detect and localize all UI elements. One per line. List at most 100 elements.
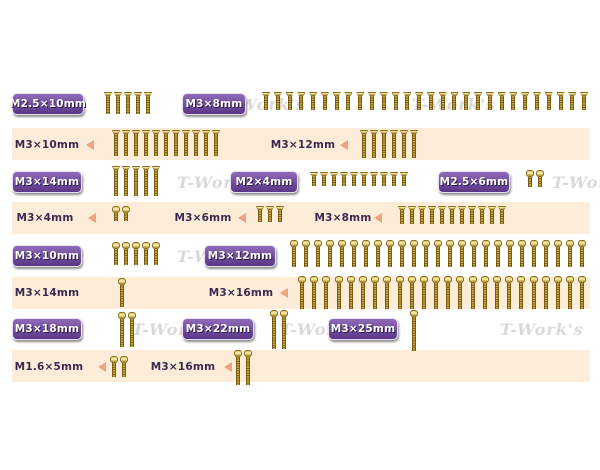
label-m3x16-b: M3×16mm: [150, 361, 216, 373]
screw: [482, 240, 490, 267]
label-m3x25: M3×25mm: [328, 318, 398, 340]
screw: [509, 92, 518, 110]
screw: [334, 276, 343, 309]
screw: [418, 206, 426, 224]
screw: [370, 130, 378, 158]
screw-group-m3x14: [112, 166, 162, 196]
row-band-2: [12, 128, 590, 160]
screw: [556, 92, 565, 110]
screw-group-m2-5x6: [526, 170, 546, 187]
screw: [419, 276, 428, 309]
screw: [310, 172, 318, 186]
watermark: T-Work's: [552, 172, 600, 192]
screw: [122, 166, 130, 196]
screw: [529, 276, 538, 309]
screw: [234, 350, 242, 385]
screw: [380, 130, 388, 158]
screw: [444, 276, 453, 309]
screw: [395, 276, 404, 309]
screw: [566, 240, 574, 267]
screw: [458, 206, 466, 224]
screw: [578, 240, 586, 267]
screw: [400, 130, 408, 158]
screw: [521, 92, 530, 110]
screw-group-m3x12: [360, 130, 420, 158]
screw: [407, 276, 416, 309]
screw: [320, 172, 328, 186]
screw: [340, 172, 348, 186]
screw: [379, 92, 388, 110]
screw: [290, 240, 298, 267]
screw: [256, 206, 264, 222]
label-m3x10-b: M3×10mm: [12, 245, 82, 267]
screw: [374, 240, 382, 267]
screw-group-m3x6: [256, 206, 286, 222]
label-m3x16: M3×16mm: [208, 287, 274, 299]
screw: [517, 276, 526, 309]
screw: [462, 92, 471, 110]
screw-group-m3x8-b: [398, 206, 508, 224]
screw: [112, 206, 120, 221]
screw: [152, 242, 160, 265]
screw: [553, 276, 562, 309]
screw: [330, 172, 338, 186]
screw-group-m3x10: [112, 130, 222, 156]
screw: [152, 130, 160, 156]
screw: [526, 170, 534, 187]
screw: [403, 92, 412, 110]
screw: [432, 276, 441, 309]
screw-group-m3x14-b: [118, 278, 128, 307]
screw: [497, 92, 506, 110]
screw: [360, 172, 368, 186]
screw: [298, 276, 306, 309]
screw: [152, 166, 160, 196]
screw: [542, 240, 550, 267]
screw: [380, 172, 388, 186]
screw: [400, 172, 408, 186]
label-m3x22: M3×22mm: [182, 318, 254, 340]
screw: [541, 276, 550, 309]
screw: [322, 276, 331, 309]
screw: [104, 92, 112, 114]
screw: [122, 130, 130, 156]
screw: [458, 240, 466, 267]
screw: [142, 242, 150, 265]
screw: [320, 92, 329, 110]
screw: [350, 240, 358, 267]
screw-group-m3x22: [270, 310, 290, 349]
arrow-icon: [280, 288, 288, 298]
screw: [142, 166, 150, 196]
screw: [302, 240, 310, 267]
screw: [134, 92, 142, 114]
screw: [338, 240, 346, 267]
label-m1-6x5: M1.6×5mm: [14, 361, 84, 373]
screw-group-m3x12-b: [290, 240, 590, 267]
screw: [493, 276, 501, 309]
screw: [144, 92, 152, 114]
screw: [285, 92, 294, 110]
arrow-icon: [374, 213, 382, 223]
screw: [326, 240, 334, 267]
screw-group-m3x25: [410, 310, 420, 351]
screw: [371, 276, 380, 309]
screw: [346, 276, 355, 309]
screw: [410, 240, 418, 267]
screw: [280, 310, 288, 349]
screw: [368, 92, 377, 110]
screw: [350, 172, 358, 186]
screw: [468, 276, 477, 309]
screw: [356, 92, 365, 110]
screw: [474, 92, 483, 110]
screw: [112, 130, 120, 156]
screw: [358, 276, 367, 309]
screw: [410, 130, 418, 158]
label-m3x4: M3×4mm: [16, 212, 74, 224]
arrow-icon: [88, 213, 96, 223]
screw: [422, 240, 430, 267]
label-m3x14: M3×14mm: [12, 171, 82, 193]
screw: [122, 242, 130, 265]
screw: [448, 206, 456, 224]
screw: [410, 310, 418, 351]
screw: [478, 206, 486, 224]
arrow-icon: [98, 362, 106, 372]
